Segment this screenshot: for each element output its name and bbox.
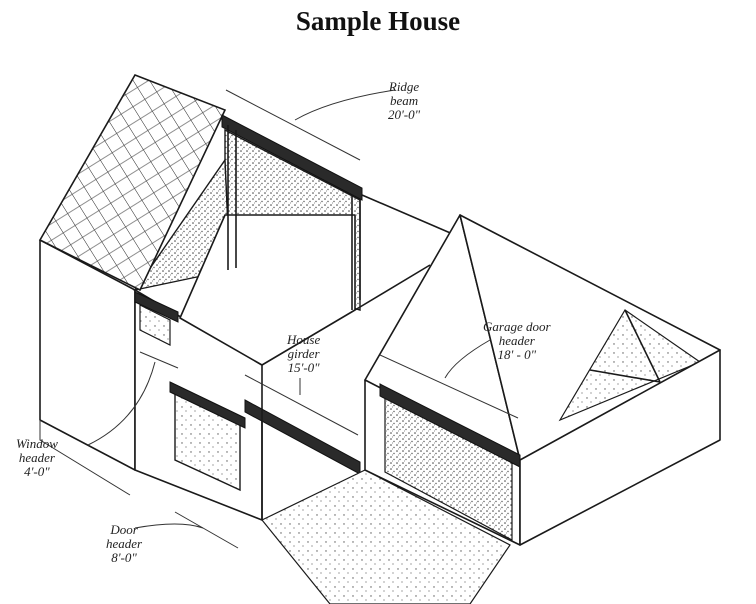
ridge-beam-drawing — [221, 114, 363, 201]
door-header-label-line-3: 8'-0" — [111, 550, 137, 565]
garage-side-wall — [519, 349, 721, 546]
garage-leader — [444, 339, 491, 379]
window-leader — [87, 361, 156, 446]
door-dimension-line — [174, 511, 239, 549]
driveway — [261, 469, 511, 604]
girder-dimension-line — [244, 374, 359, 436]
ridge-beam-label: Ridge beam 20'-0" — [388, 80, 420, 122]
garage-dimension-line — [379, 354, 519, 419]
door-header-label-line-1: Door — [110, 522, 138, 537]
ridge-beam-leader — [294, 89, 396, 121]
window-header-label-line-1: Window — [16, 436, 58, 451]
truss-web-2 — [589, 369, 661, 383]
diagram-title: Sample House — [295, 6, 461, 36]
house-girder-label-line-3: 15'-0" — [287, 360, 320, 375]
window-header-label-line-3: 4'-0" — [24, 464, 50, 479]
door-header-label: Door header 8'-0" — [106, 523, 142, 565]
garage-door-header-label-line-3: 18' - 0" — [497, 347, 537, 362]
window-header-label: Window header 4'-0" — [16, 437, 58, 479]
house-girder-label-line-2: girder — [287, 346, 320, 361]
window-opening — [139, 304, 171, 346]
window-dimension-line — [139, 351, 179, 369]
door-header-drawing — [169, 381, 246, 429]
ridge-dimension-line — [225, 89, 361, 161]
window-header-drawing — [134, 291, 179, 323]
window-header-label-line-2: header — [18, 450, 55, 465]
door-leader — [134, 523, 204, 529]
door-header-label-line-2: header — [106, 536, 143, 551]
ridge-beam-label-line-1: Ridge — [388, 79, 420, 94]
truss-web — [624, 309, 661, 383]
garage-door-header-label-line-1: Garage door — [483, 319, 551, 334]
garage-door-header-label: Garage door header 18' - 0" — [483, 320, 551, 362]
shingled-roof-slope — [38, 74, 227, 292]
garage-door-header-label-line-2: header — [498, 333, 535, 348]
house-roof-right-slope — [179, 214, 356, 366]
roof-valley-line — [354, 264, 431, 311]
ridge-beam-label-line-3: 20'-0" — [388, 107, 421, 122]
house-girder-label-line-1: House — [287, 332, 321, 347]
garage-truss-gable — [558, 309, 702, 422]
foundation-line-left — [39, 420, 131, 496]
house-girder-label: House girder 15'-0" — [287, 333, 320, 375]
roof-back-line — [361, 194, 456, 236]
ridge-beam-label-line-2: beam — [389, 93, 419, 108]
